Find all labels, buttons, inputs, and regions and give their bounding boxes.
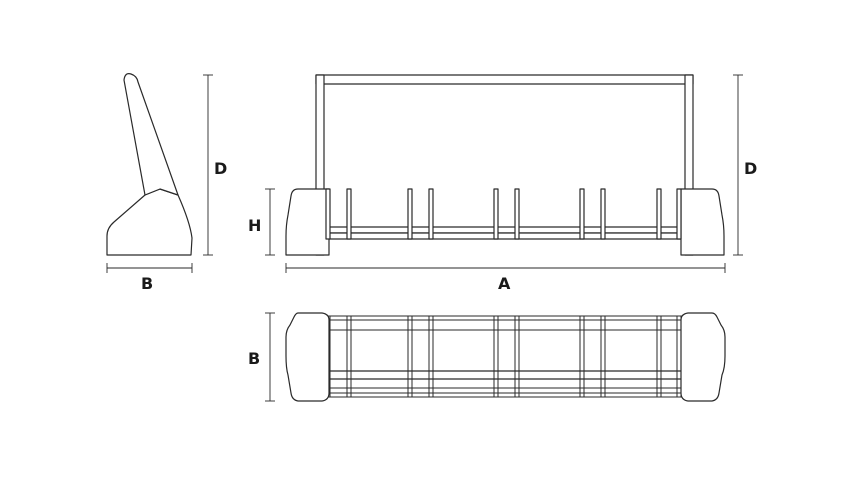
top-view: B <box>248 312 726 402</box>
upright <box>407 188 413 240</box>
uprights <box>325 188 682 240</box>
width-label: A <box>498 274 511 293</box>
rail-height-label: H <box>248 216 261 235</box>
top-end-cap-right <box>680 312 726 402</box>
upright <box>493 188 499 240</box>
front-height-label: D <box>744 159 757 178</box>
top-end-cap-left <box>285 312 330 402</box>
upright <box>325 188 331 240</box>
upright <box>579 188 585 240</box>
top-frame <box>315 315 694 398</box>
upright <box>676 188 682 240</box>
base-rail-lower <box>319 232 693 240</box>
side-view-base <box>106 188 193 256</box>
top-depth-label: B <box>248 349 260 368</box>
handle-bar <box>315 74 694 85</box>
upright <box>346 188 352 240</box>
upright <box>514 188 520 240</box>
end-foot-left <box>285 188 330 256</box>
upright <box>428 188 434 240</box>
side-view: D B <box>106 73 227 293</box>
top-handle-bar <box>324 370 686 380</box>
side-height-label: D <box>214 159 227 178</box>
upright <box>600 188 606 240</box>
side-depth-label: B <box>141 274 153 293</box>
end-foot-right <box>680 188 725 256</box>
base-rail-upper <box>319 226 693 234</box>
side-view-arm <box>123 73 179 196</box>
top-uprights <box>325 316 682 397</box>
front-view: D H A <box>248 74 757 293</box>
upright <box>656 188 662 240</box>
